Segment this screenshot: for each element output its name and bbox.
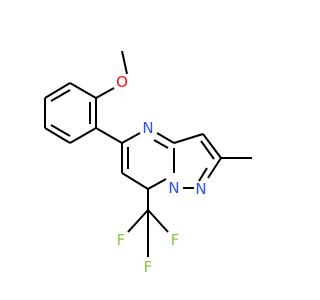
oxygen-atom-label: O <box>116 73 128 91</box>
pyrazole-nitrogen-label: N <box>195 180 206 198</box>
bond <box>156 132 175 144</box>
bond <box>198 167 208 182</box>
bond <box>44 82 71 99</box>
bond <box>69 127 97 144</box>
bond <box>127 209 149 233</box>
bond <box>121 172 149 190</box>
fluorine-atom-label: F <box>144 258 153 276</box>
bond <box>200 140 215 160</box>
fluorine-atom-label: F <box>171 231 180 249</box>
methoxy-group: O <box>95 50 128 99</box>
benzene-ring <box>44 82 97 144</box>
bond <box>153 139 169 149</box>
bond <box>44 127 71 144</box>
pyrazole-ring: N <box>173 133 252 198</box>
bond <box>147 178 167 190</box>
molecule-structure: O N N N <box>44 50 252 276</box>
fluorine-atom-label: F <box>117 231 126 249</box>
bridgehead-nitrogen-label: N <box>168 179 179 197</box>
pyrimidine-nitrogen-label: N <box>142 119 153 137</box>
bond <box>95 87 115 99</box>
bond <box>69 82 97 99</box>
molecule-canvas: O N N N <box>44 50 252 276</box>
bond <box>202 133 222 159</box>
bond <box>207 157 222 179</box>
pyrimidine-ring: N N <box>95 119 180 197</box>
bond <box>95 127 123 144</box>
bond <box>121 132 141 144</box>
bond <box>147 209 169 233</box>
bond <box>50 124 71 137</box>
bond <box>121 50 128 75</box>
bond <box>173 133 204 144</box>
trifluoromethyl-group: F F F <box>117 189 180 276</box>
bond <box>50 89 71 102</box>
